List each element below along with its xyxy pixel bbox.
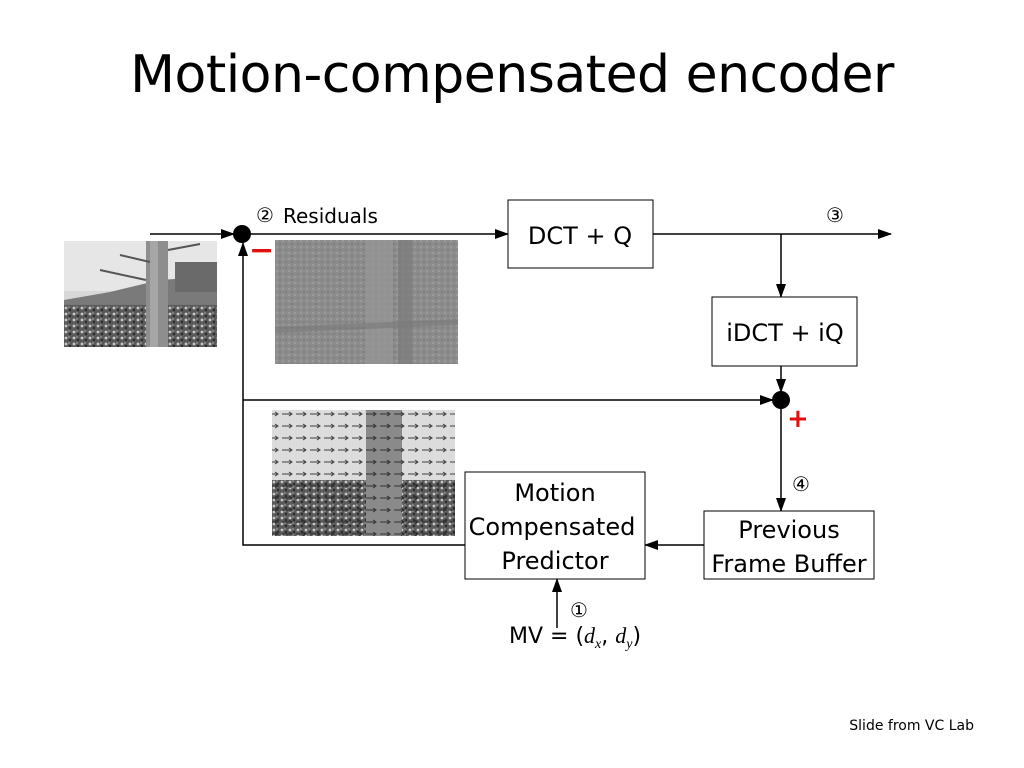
plus-sign: + (787, 404, 809, 434)
subtractor-node (233, 225, 251, 243)
step3-marker: ③ (826, 203, 844, 227)
previous-frame-buffer-block: Previous Frame Buffer (703, 510, 875, 580)
motion-compensated-predictor-block: Motion Compensated Predictor (464, 471, 646, 580)
mcp-label-line3: Predictor (501, 547, 608, 575)
adder-node (772, 391, 790, 409)
residual-image (274, 240, 459, 364)
step2-marker: ② (256, 203, 274, 227)
dct-q-label: DCT + Q (528, 222, 632, 250)
mv-dx-d: d (584, 623, 596, 648)
mv-dy-d: d (615, 623, 627, 648)
slide-footer: Slide from VC Lab (849, 718, 974, 734)
pfb-label-line2: Frame Buffer (711, 550, 866, 578)
step4-marker: ④ (792, 472, 810, 496)
mv-sep: , (601, 624, 615, 649)
mcp-label-line2: Compensated (469, 513, 636, 541)
mv-prefix: MV = ( (509, 624, 584, 649)
idct-iq-block: iDCT + iQ (711, 296, 858, 367)
minus-sign: − (249, 233, 274, 268)
mv-label: MV = (dx, dy) (509, 623, 641, 652)
mv-dx-sub: x (594, 637, 602, 652)
residuals-label: Residuals (283, 204, 378, 228)
dct-q-block: DCT + Q (507, 199, 654, 269)
pfb-label-line1: Previous (738, 516, 839, 544)
motion-vector-field-image (272, 410, 455, 536)
mv-suffix: ) (632, 624, 641, 649)
signal-lines (150, 229, 892, 628)
mcp-label-line1: Motion (514, 479, 595, 507)
idct-iq-label: iDCT + iQ (726, 319, 844, 347)
mv-dy-sub: y (624, 637, 633, 652)
step1-marker: ① (570, 598, 588, 622)
slide-title: Motion-compensated encoder (130, 45, 894, 105)
input-frame-image (64, 241, 217, 347)
